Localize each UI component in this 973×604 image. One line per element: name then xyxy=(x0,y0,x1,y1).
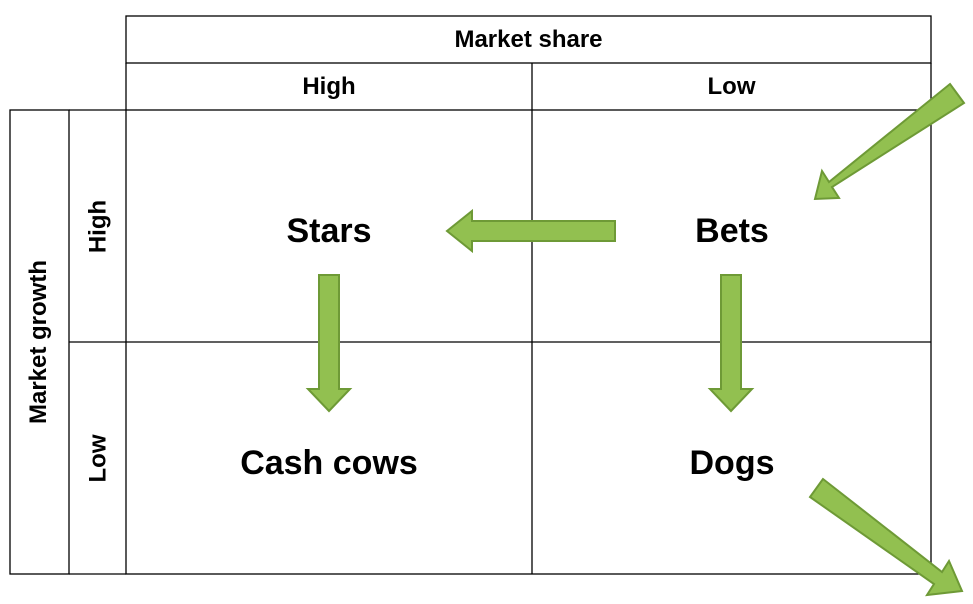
cell-stars: Stars xyxy=(286,211,372,250)
column-label-high: High xyxy=(302,72,356,100)
column-label-low: Low xyxy=(707,72,756,100)
row-label-low: Low xyxy=(84,434,111,483)
row-label-high: High xyxy=(84,199,111,254)
arrow-bets-to-dogs xyxy=(707,274,755,413)
arrow-bets-to-stars xyxy=(445,208,616,254)
arrow-stars-to-cash-cows xyxy=(305,274,353,413)
arrow-out-of-dogs xyxy=(808,477,964,597)
cell-bets: Bets xyxy=(695,211,769,250)
market-growth-header: Market growth xyxy=(25,260,52,425)
arrows xyxy=(305,82,966,597)
grid-lines xyxy=(9,15,932,575)
cell-dogs: Dogs xyxy=(689,443,775,482)
cell-cash-cows: Cash cows xyxy=(240,443,418,482)
arrow-into-bets xyxy=(813,82,966,201)
market-share-header: Market share xyxy=(454,25,603,53)
